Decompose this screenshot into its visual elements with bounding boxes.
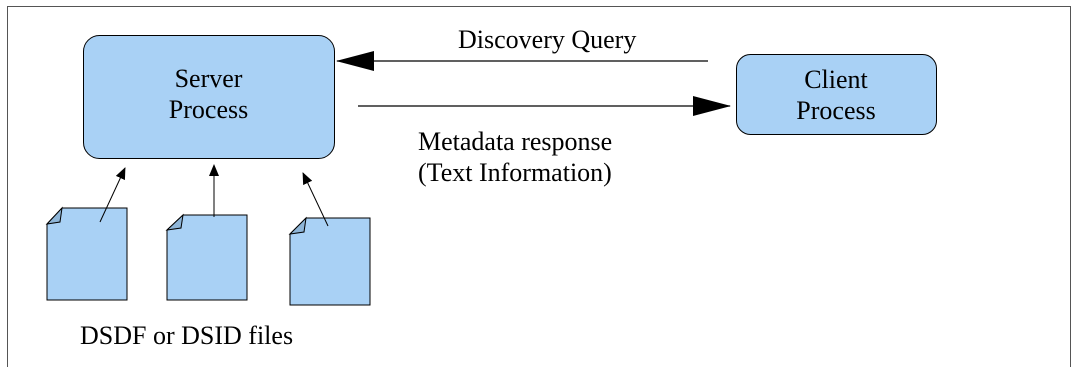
- metadata-response-line1: Metadata response: [418, 127, 613, 156]
- client-label-line2: Process: [796, 96, 876, 125]
- files-caption: DSDF or DSID files: [80, 321, 294, 350]
- server-process-box: [83, 35, 335, 159]
- file-icon-3: [288, 216, 371, 306]
- metadata-response-line2: (Text Information): [418, 158, 612, 187]
- client-process-label: Client Process: [736, 64, 936, 126]
- metadata-response-label: Metadata response (Text Information): [418, 126, 612, 188]
- client-label-line1: Client: [804, 65, 868, 94]
- server-label-line2: Process: [168, 95, 249, 124]
- server-label-line1: Server: [174, 64, 243, 93]
- file-icon-2: [165, 213, 248, 301]
- server-process-label: Server Process: [83, 63, 334, 125]
- client-process-box: [736, 54, 937, 135]
- discovery-query-label: Discovery Query: [458, 25, 637, 54]
- file-1-arrow: [99, 167, 126, 223]
- file-3-arrow: [302, 172, 329, 227]
- file-icon-1: [45, 206, 128, 301]
